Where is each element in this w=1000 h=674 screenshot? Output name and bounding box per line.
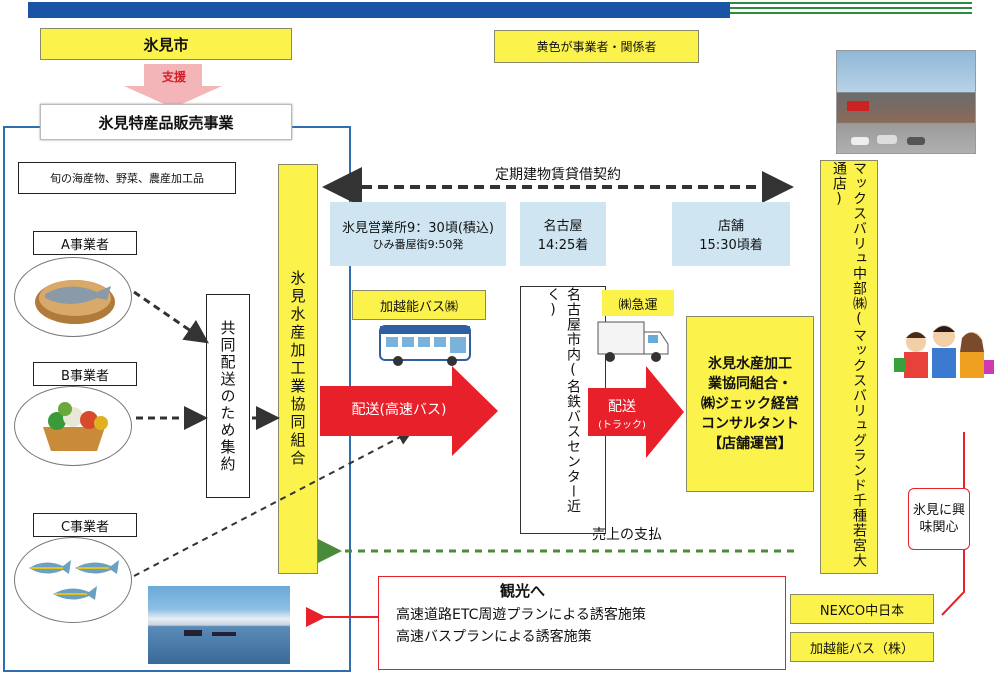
partner-nexco-text: NEXCO中日本: [819, 603, 905, 619]
vegetable-basket-icon: [43, 402, 108, 451]
tourism-line1: 高速道路ETC周遊プランによる誘客施策: [396, 607, 646, 623]
shoppers-illustration: [894, 325, 994, 378]
scenery-photo: [148, 586, 290, 664]
max-valu-box: マックスバリュ中部㈱(マックスバリュグランド千種若宮大通店): [820, 160, 878, 574]
operator-line1: 氷見水産加工: [708, 356, 792, 372]
fish-platter-icon: [35, 280, 115, 324]
legend-box: 黄色が事業者・関係者: [494, 30, 699, 63]
support-label: 支援: [161, 70, 186, 84]
schedule-himi-line2: ひみ番屋街9:50発: [372, 237, 464, 251]
coop-text: 氷見水産加工業協同組合: [288, 270, 307, 468]
supplier-a-oval: [14, 257, 132, 337]
supplier-b-label: B事業者: [33, 362, 137, 386]
operator-line3: ㈱ジェック経営: [701, 396, 799, 412]
operator-line2: 業協同組合・: [708, 376, 792, 392]
payment-label: 売上の支払: [592, 527, 662, 543]
project-title-box: 氷見特産品販売事業: [40, 104, 292, 140]
legend-text: 黄色が事業者・関係者: [536, 40, 657, 54]
bus-icon: [379, 325, 471, 366]
schedule-nagoya-box: 名古屋 14:25着: [520, 202, 606, 266]
joint-delivery-box: 共同配送のため集約: [206, 294, 250, 498]
himi-city-label: 氷見市: [143, 35, 189, 54]
schedule-nagoya-line1: 名古屋: [543, 219, 583, 234]
partner-nexco-box: NEXCO中日本: [790, 594, 934, 624]
nagoya-point-text: 名古屋市内(名鉄バスセンター近く): [545, 287, 581, 514]
delivery-truck-sublabel: (トラック): [598, 420, 646, 431]
bus-company-text: 加越能バス㈱: [379, 299, 458, 315]
schedule-store-box: 店舗 15:30頃着: [672, 202, 790, 266]
truck-company-text: ㈱急運: [618, 297, 658, 313]
joint-delivery-text: 共同配送のため集約: [218, 319, 237, 473]
supplier-c-label: C事業者: [33, 513, 137, 537]
tourism-line2: 高速バスプランによる誘客施策: [396, 629, 592, 645]
schedule-himi-line1: 氷見営業所9：30頃(積込): [342, 220, 494, 236]
schedule-himi-box: 氷見営業所9：30頃(積込) ひみ番屋街9:50発: [330, 202, 506, 266]
schedule-store-line2: 15:30頃着: [699, 238, 763, 253]
support-arrow: [124, 64, 222, 108]
operator-box: 氷見水産加工 業協同組合・ ㈱ジェック経営 コンサルタント 【店舗運営】: [686, 316, 814, 492]
supplier-a-text: A事業者: [61, 237, 109, 253]
header-green-stripe: [730, 2, 972, 18]
project-title: 氷見特産品販売事業: [98, 113, 234, 132]
header-blue-stripe: [28, 2, 730, 18]
store-photo: [836, 50, 976, 154]
coop-box: 氷見水産加工業協同組合: [278, 164, 318, 574]
interest-box: 氷見に興味関心: [908, 488, 970, 550]
truck-icon: [597, 321, 669, 362]
supplier-b-oval: [14, 386, 132, 466]
delivery-bus-label: 配送(高速バス): [351, 402, 447, 418]
supplier-b-text: B事業者: [61, 368, 109, 384]
tourism-title: 観光へ: [500, 582, 546, 600]
himi-city-box: 氷見市: [40, 28, 292, 60]
products-text: 旬の海産物、野菜、農産加工品: [50, 172, 204, 185]
yellowtail-fish-icon: [29, 560, 119, 600]
products-box: 旬の海産物、野菜、農産加工品: [18, 162, 236, 194]
supplier-a-label: A事業者: [33, 231, 137, 255]
delivery-bus-arrow: [320, 366, 498, 456]
partner-bus-text: 加越能バス（株）: [809, 641, 914, 657]
lease-label: 定期建物賃貸借契約: [495, 167, 621, 183]
partner-bus-box: 加越能バス（株）: [790, 632, 934, 662]
tourism-box: [378, 576, 786, 670]
delivery-truck-arrow: [588, 366, 684, 458]
operator-line4: コンサルタント: [701, 416, 799, 432]
interest-text: 氷見に興味関心: [913, 503, 966, 535]
max-valu-text: マックスバリュ中部㈱(マックスバリュグランド千種若宮大通店): [831, 161, 867, 568]
bus-company-box: 加越能バス㈱: [352, 290, 486, 320]
supplier-c-text: C事業者: [60, 519, 110, 535]
operator-line5: 【店舗運営】: [708, 436, 792, 452]
schedule-nagoya-line2: 14:25着: [537, 238, 589, 253]
supplier-c-oval: [14, 537, 132, 623]
truck-company-box: ㈱急運: [602, 290, 674, 316]
delivery-truck-label: 配送: [608, 399, 636, 415]
schedule-store-line1: 店舗: [717, 219, 744, 234]
